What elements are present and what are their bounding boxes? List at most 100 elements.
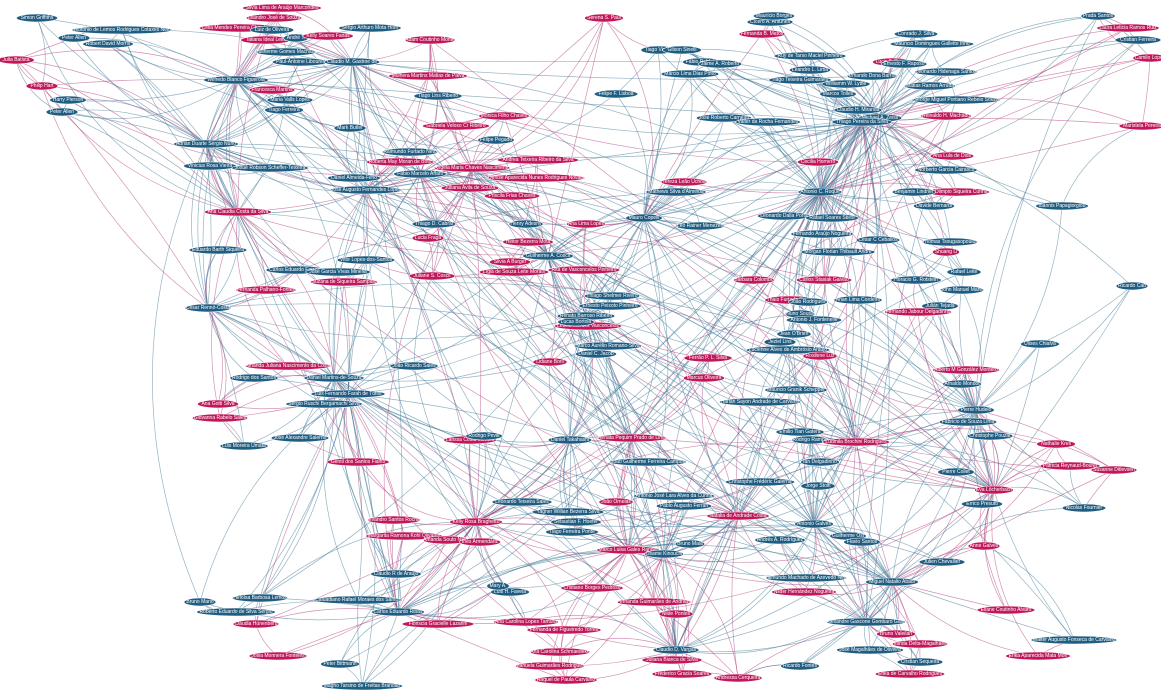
author-node[interactable]: Andrea Teixeira Ribeiro da Silva	[497, 155, 579, 165]
author-node[interactable]: Lucia Fraga	[411, 233, 445, 243]
author-node[interactable]: Fabricio de Souza Lima	[938, 417, 998, 427]
author-node[interactable]: Renata Pequim Prado de Lima	[596, 433, 668, 443]
author-node[interactable]: Julien Chevallier	[918, 557, 966, 567]
author-node[interactable]: Carlos Eduardo Ribas	[371, 607, 425, 617]
author-node[interactable]: Guilherme Gomes Machado	[255, 47, 318, 57]
author-node[interactable]: César Rennó-Costa	[184, 303, 232, 313]
author-node[interactable]: Bruno Valeilan	[876, 629, 916, 639]
author-node[interactable]: Amanda Juliana Nascimento da Costa	[244, 361, 332, 371]
author-node[interactable]: Leandro L. Lima	[789, 65, 831, 75]
author-node[interactable]: Maristela Pereira	[1118, 121, 1161, 131]
author-node[interactable]: Leonardo Hidenaga Santos	[914, 67, 978, 77]
author-node[interactable]: Sérgio Ruschi Bergamachi Silva	[285, 399, 363, 409]
author-node[interactable]: Gentil dos Santos Fialho	[326, 457, 390, 467]
author-node[interactable]: Daniel C. Jacob	[575, 349, 617, 359]
author-node[interactable]: Vinicius Rosa Vieira	[183, 161, 237, 171]
author-node[interactable]: Antonio Galves	[794, 519, 834, 529]
author-node[interactable]: Márcio Lima Dias Pinto	[660, 69, 720, 79]
author-node[interactable]: Walter Augusto Fonseca de Carvalho	[1030, 635, 1118, 645]
author-node[interactable]: Reinaldo H. Machado	[920, 111, 972, 121]
author-node[interactable]: José Garcia Vivas Minella	[305, 267, 371, 277]
author-node[interactable]: Heloísa Barbosa Lemos	[232, 593, 288, 603]
author-node[interactable]: George Miguel Portiano Rebelo Souza	[911, 95, 1001, 105]
author-node[interactable]: Ana Carolina Lopes Tamura	[493, 617, 559, 627]
author-node[interactable]: Roberto Eduardo de Silva Sérgio	[196, 607, 276, 617]
author-node[interactable]: André T.	[283, 33, 309, 43]
author-node[interactable]: Denise Aparecida Nunes Rodrigues Novais	[486, 173, 586, 183]
author-node[interactable]: Andressa Cerqueira	[713, 673, 763, 683]
author-node[interactable]: Josué Robson Scheffer-Teixeira	[231, 163, 309, 173]
author-node[interactable]: Adam Coutinho Monte	[404, 35, 456, 45]
author-node[interactable]: Raquel de Paula Carvalho	[534, 675, 598, 685]
author-node[interactable]: Vanda Delta-Magalhães	[892, 639, 948, 649]
author-node[interactable]: Ângela Maria Chaves Nascimento	[433, 163, 511, 173]
author-node[interactable]: Erika Aparecida Mata Mori	[1005, 651, 1071, 661]
author-node[interactable]: Tiago Ferreira	[264, 105, 304, 115]
author-node[interactable]: Jeziel Lins	[763, 337, 797, 347]
author-node[interactable]: José Roberto Carneiro	[696, 113, 752, 123]
author-node[interactable]: José Magalhães de Oliveira	[836, 645, 904, 655]
author-node[interactable]: Adrián Duarte Sérgio Nuno	[173, 139, 239, 149]
author-node[interactable]: Lucas Bortola	[557, 317, 595, 327]
author-node[interactable]: Peter Bittmann	[320, 659, 360, 669]
author-node[interactable]: Alberto M González Montero	[932, 365, 1000, 375]
author-node[interactable]: Léo Rainer Menezes	[675, 221, 725, 231]
author-node[interactable]: Shuang Li	[932, 247, 960, 257]
author-node[interactable]: Pablo Augusto Ferrari	[656, 501, 712, 511]
author-node[interactable]: Leandro José de Souza	[246, 13, 302, 23]
author-node[interactable]: Barbara Colombo	[733, 275, 775, 285]
author-node[interactable]: Thiago D. Cabral	[411, 219, 457, 229]
author-node[interactable]: Arnaldo Mondot	[942, 379, 982, 389]
author-node[interactable]: Daniel Martins-de-Souza	[303, 373, 365, 383]
author-node[interactable]: Amanda Souto Nasc	[422, 535, 469, 545]
author-node[interactable]: Bruno Mario	[183, 597, 217, 607]
author-node[interactable]: João Ornelas	[598, 497, 634, 507]
author-node[interactable]: Teotonio de Lemos Rodrigues Cotaxes Neto	[71, 25, 173, 35]
author-node[interactable]: Rita de Vasconcelos Pinheiro	[547, 265, 621, 275]
author-node[interactable]: Mauricio Granik Schepper	[764, 385, 828, 395]
author-node[interactable]: Sergio Arthuro Mota Horn	[338, 23, 402, 33]
author-node[interactable]: Rafael Leite	[946, 267, 982, 277]
author-node[interactable]: Julia Batista	[0, 55, 35, 65]
author-node[interactable]: Norberto Garcia Cairasco	[914, 165, 978, 175]
author-node[interactable]: Ricardo Cao	[1115, 281, 1149, 291]
author-node[interactable]: Fernando Araújo Nogueira	[790, 229, 854, 239]
author-node[interactable]: Fernanda Palhano-Fontes	[235, 285, 297, 295]
author-node[interactable]: Peter Allen	[45, 107, 79, 117]
author-node[interactable]: Mary A.	[486, 581, 510, 591]
author-node[interactable]: Evandro Santos Rocha	[367, 515, 421, 525]
author-node[interactable]: Thomas Tsougasopoulos	[922, 237, 978, 247]
author-node[interactable]: Vitor Lopes-dos-Santos	[336, 255, 396, 265]
author-node[interactable]: Marcos Tolles	[819, 89, 857, 99]
author-node[interactable]: Andrés A. Rodríguez	[754, 535, 806, 545]
author-node[interactable]: Rodrigo dos Santos	[229, 373, 279, 383]
author-node[interactable]: Tiago Lins Ribeiro	[413, 91, 463, 101]
author-node[interactable]: Laura Leticia Ramos Ruiz	[1096, 23, 1160, 33]
author-node[interactable]: Sebastian F. Hoefer	[550, 517, 602, 527]
author-node[interactable]: Raimundo Machado de Azevedo Neto	[764, 573, 848, 583]
author-node[interactable]: Harry Pierson	[49, 95, 87, 105]
author-node[interactable]: José Augusto Fernandes Lopes	[329, 185, 403, 195]
author-node[interactable]: Magno Tarsino de Freitas Brandão	[321, 681, 403, 690]
author-node[interactable]: Marcus Oliveira	[683, 373, 725, 383]
author-node[interactable]: Nilde Pontes	[658, 609, 694, 619]
author-node[interactable]: Morgan Florian Thibault André	[800, 247, 876, 257]
author-node[interactable]: Christophe Pouzat	[966, 431, 1014, 441]
author-node[interactable]: Davide Bernardi	[913, 201, 955, 211]
author-node[interactable]: Pierre Collet	[937, 467, 975, 477]
author-node[interactable]: Guilherme A. Coscil	[522, 251, 574, 261]
author-node[interactable]: Eduardo Barth Siqueira	[188, 245, 248, 255]
author-node[interactable]: Juliana Avila de Souza	[440, 183, 500, 193]
author-node[interactable]: Robert David Morris	[82, 39, 134, 49]
author-node[interactable]: Peter Allen	[57, 33, 91, 43]
author-node[interactable]: Antonio José Lara Alves da Cunha	[633, 491, 715, 501]
author-node[interactable]: Nilder Hernández Nogueira	[771, 587, 837, 597]
author-node[interactable]: Marco Aurélio Romano-Silva	[574, 341, 642, 351]
author-node[interactable]: Mauricio Domingues Galletto Irino	[889, 39, 975, 49]
author-node[interactable]: Fernanda de Figueiredo Torres	[526, 625, 602, 635]
author-node[interactable]: Manuela Guimarães Rodrigues	[514, 661, 585, 671]
author-node[interactable]: Mauro Copelli	[625, 213, 663, 223]
author-node[interactable]: Fernanda B. Matos	[738, 29, 786, 39]
author-node[interactable]: Juliana Bianca de Silva	[641, 655, 703, 665]
author-node[interactable]: Mark Butler	[333, 123, 367, 133]
